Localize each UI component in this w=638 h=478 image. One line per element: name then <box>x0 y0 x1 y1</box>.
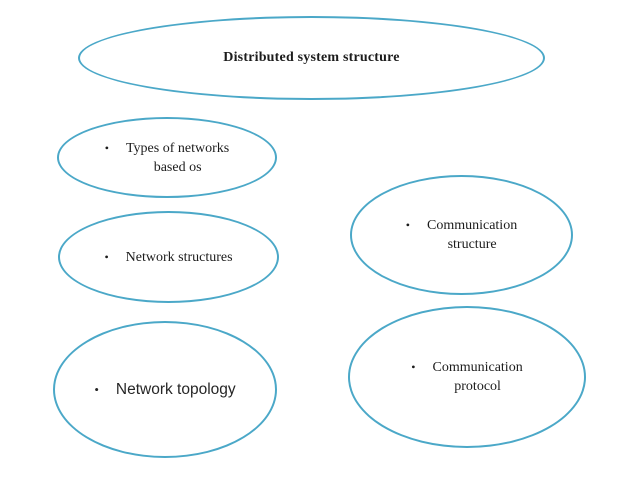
bullet-icon: • <box>104 140 109 155</box>
node-content: • Communication structure <box>406 216 517 254</box>
node-label: Types of networks based os <box>126 139 229 177</box>
bullet-icon: • <box>94 381 99 397</box>
node-content: • Network topology <box>94 380 235 400</box>
node-label-line: Types of networks <box>125 140 230 156</box>
ellipse-network-topology: • Network topology <box>53 321 277 458</box>
bullet-icon: • <box>405 218 410 232</box>
root-node-label: Distributed system structure <box>223 50 400 65</box>
node-label: Network topology <box>116 380 236 400</box>
node-content: • Types of networks based os <box>105 139 229 177</box>
node-label: Communication protocol <box>432 358 522 396</box>
bullet-icon: • <box>411 360 416 374</box>
bullet-icon: • <box>104 249 109 264</box>
node-label: Communication structure <box>427 216 517 254</box>
ellipse-distributed-system-structure: Distributed system structure <box>78 16 545 100</box>
node-label-line: Network structures <box>125 249 233 265</box>
ellipse-communication-protocol: • Communication protocol <box>348 306 586 448</box>
node-content: • Network structures <box>104 248 232 267</box>
node-label-line: based os <box>153 159 202 175</box>
node-label-line: Communication <box>432 360 523 375</box>
node-label-line: Network topology <box>115 380 236 398</box>
node-content: • Communication protocol <box>411 358 522 396</box>
node-label: Network structures <box>126 248 233 267</box>
ellipse-network-structures: • Network structures <box>58 211 279 303</box>
ellipse-communication-structure: • Communication structure <box>350 175 573 295</box>
node-label-line: protocol <box>454 379 501 394</box>
node-label-line: Communication <box>426 218 518 233</box>
node-label-line: structure <box>447 237 497 252</box>
ellipse-types-of-networks: • Types of networks based os <box>57 117 277 198</box>
